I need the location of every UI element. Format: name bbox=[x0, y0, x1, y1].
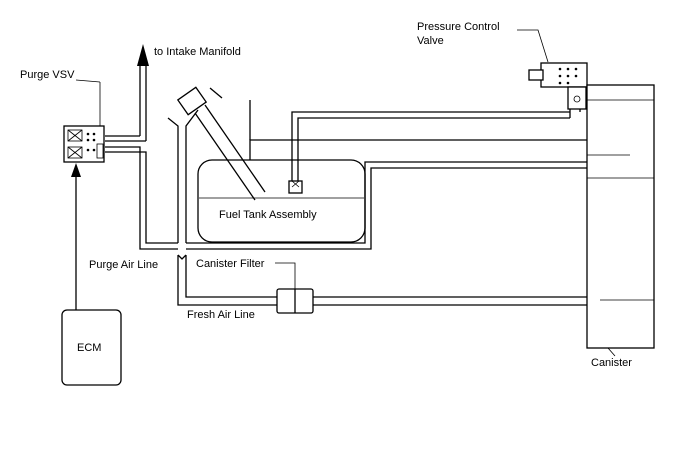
canister-leader bbox=[607, 347, 616, 357]
intake-arrow-icon bbox=[137, 44, 149, 66]
purge-vsv-leader bbox=[75, 79, 101, 83]
purge-vsv-label: Purge VSV bbox=[20, 69, 75, 81]
pressure-control-valve-label-line2: Valve bbox=[417, 35, 444, 47]
pressure-control-valve bbox=[528, 62, 588, 118]
fresh-air-line-label: Fresh Air Line bbox=[187, 309, 255, 321]
canister-filter bbox=[276, 288, 314, 314]
pressure-control-valve-label: Pressure Control bbox=[417, 21, 500, 33]
canister-label: Canister bbox=[591, 357, 632, 369]
vapor-line bbox=[249, 100, 587, 181]
fuel-cutoff-valve bbox=[288, 180, 303, 194]
fuel-tank-assembly-label: Fuel Tank Assembly bbox=[219, 209, 317, 221]
canister bbox=[586, 84, 655, 349]
canister-filter-leader bbox=[275, 262, 296, 289]
canister-filter-label: Canister Filter bbox=[196, 258, 265, 270]
purge-vsv bbox=[63, 125, 105, 163]
ecm-box bbox=[61, 309, 122, 386]
intake-manifold-label: to Intake Manifold bbox=[154, 46, 241, 58]
ecm-label: ECM bbox=[77, 342, 101, 354]
fresh-air-line bbox=[177, 254, 587, 306]
fill-pipe bbox=[167, 86, 266, 243]
intake-manifold-line bbox=[105, 65, 147, 142]
pcv-leader bbox=[517, 29, 549, 63]
fuel-tank bbox=[197, 159, 366, 243]
signal-arrow-icon bbox=[71, 163, 81, 177]
purge-air-line-label: Purge Air Line bbox=[89, 259, 158, 271]
